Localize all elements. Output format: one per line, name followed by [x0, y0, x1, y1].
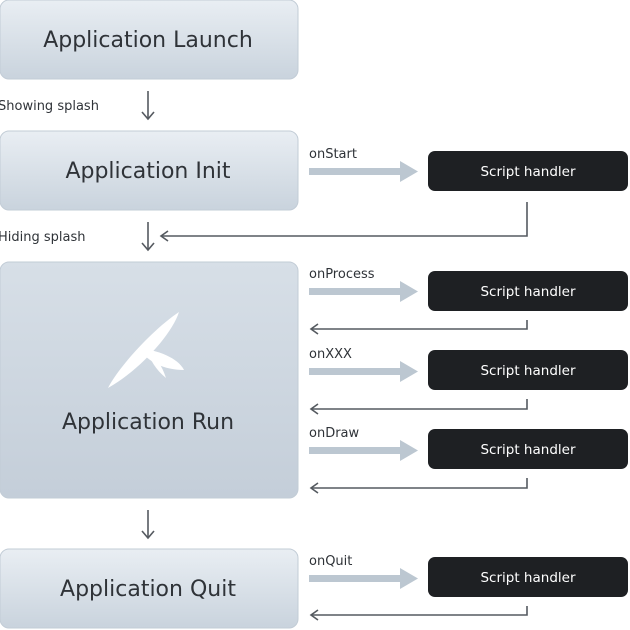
event-arrow-quit: [309, 568, 418, 589]
event-arrow-xxx: [309, 361, 418, 382]
return-line-draw: [309, 478, 528, 494]
stage-quit: Application Quit: [0, 548, 299, 629]
event-arrow-process: [309, 281, 418, 302]
return-line-xxx: [309, 399, 528, 415]
transition-hiding-splash: Hiding splash: [0, 230, 86, 245]
event-row-draw: onDraw Script handler: [309, 426, 628, 494]
return-line-process: [309, 320, 528, 335]
handler-quit-label: Script handler: [480, 570, 575, 586]
event-row-start: onStart Script handler: [159, 147, 628, 242]
handler-process: Script handler: [428, 271, 628, 311]
handler-xxx-label: Script handler: [480, 363, 575, 379]
event-arrow-start: [309, 161, 418, 182]
event-label-onprocess: onProcess: [309, 267, 375, 282]
handler-start: Script handler: [428, 151, 628, 191]
handler-xxx: Script handler: [428, 350, 628, 390]
transition-showing-splash: Showing splash: [0, 99, 99, 114]
handler-draw-label: Script handler: [480, 442, 575, 458]
flow-arrow-launch-init: [141, 91, 155, 121]
stage-launch: Application Launch: [0, 0, 299, 80]
flow-arrow-run-quit: [141, 510, 155, 540]
event-row-xxx: onXXX Script handler: [309, 347, 628, 415]
event-label-onxxx: onXXX: [309, 347, 352, 362]
event-label-onstart: onStart: [309, 147, 357, 162]
event-label-onquit: onQuit: [309, 554, 352, 569]
handler-process-label: Script handler: [480, 284, 575, 300]
event-label-ondraw: onDraw: [309, 426, 360, 441]
return-line-start: [159, 202, 528, 242]
flow-arrow-init-run: [141, 222, 155, 252]
event-row-process: onProcess Script handler: [309, 267, 628, 335]
return-line-quit: [309, 606, 528, 621]
stage-run-label: Application Run: [62, 410, 234, 435]
handler-quit: Script handler: [428, 557, 628, 597]
leaf-logo-icon: [108, 312, 184, 388]
stage-quit-label: Application Quit: [60, 577, 236, 602]
handler-draw: Script handler: [428, 429, 628, 469]
event-row-quit: onQuit Script handler: [309, 554, 628, 621]
stage-run: Application Run: [0, 261, 299, 499]
event-arrow-draw: [309, 440, 418, 461]
stage-init: Application Init: [0, 130, 299, 211]
stage-launch-label: Application Launch: [43, 28, 253, 53]
stage-init-label: Application Init: [65, 159, 230, 184]
handler-start-label: Script handler: [480, 164, 575, 180]
